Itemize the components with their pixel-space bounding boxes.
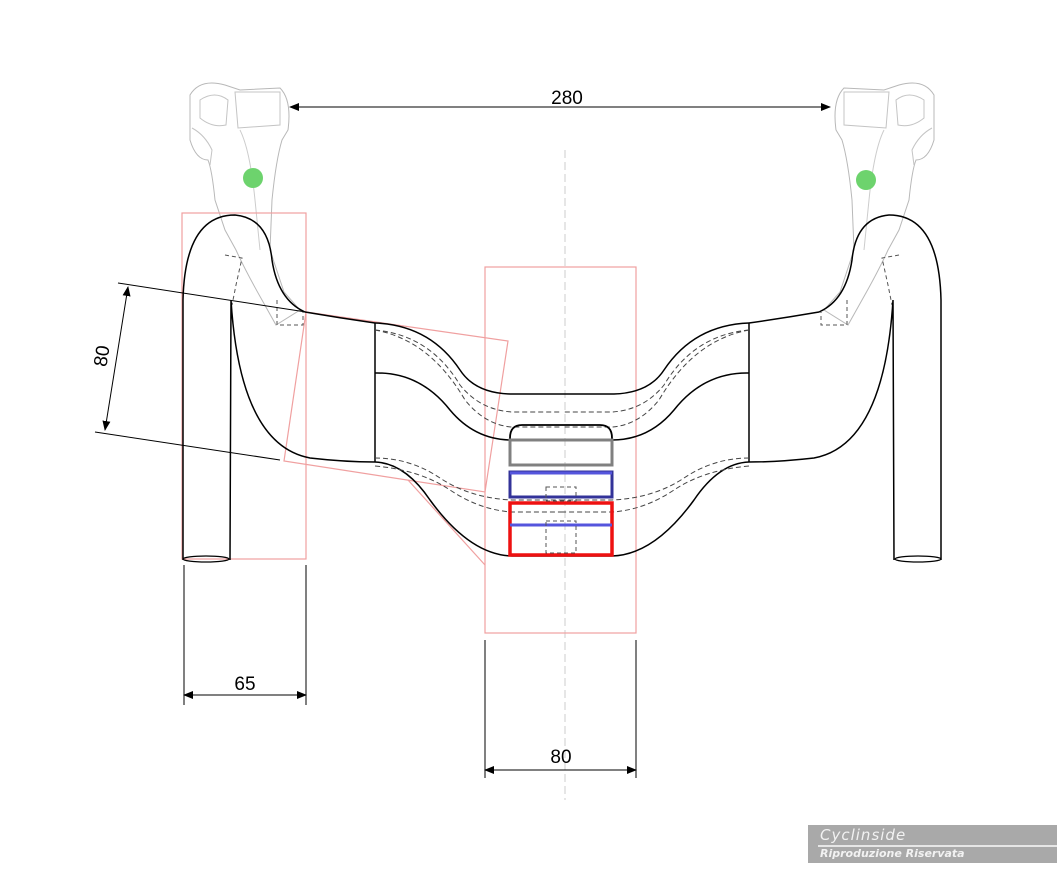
watermark-brand: Cyclinside bbox=[820, 826, 907, 844]
watermark-divider bbox=[818, 845, 1057, 847]
right-brake-hood bbox=[820, 82, 935, 326]
watermark: Cyclinside Riproduzione Riservata bbox=[808, 825, 1057, 863]
dimension-280: 280 bbox=[289, 88, 831, 111]
dimension-label-280: 280 bbox=[551, 88, 583, 109]
left-contact-point bbox=[243, 168, 263, 188]
dimension-80-angled: 80 bbox=[91, 282, 307, 461]
dimension-label-65: 65 bbox=[234, 674, 255, 695]
dimension-65: 65 bbox=[183, 565, 307, 705]
stem-clamps bbox=[508, 424, 614, 557]
dimension-label-80-angled: 80 bbox=[91, 344, 115, 368]
guide-boxes bbox=[181, 212, 637, 634]
dimension-label-80-bottom: 80 bbox=[550, 747, 571, 768]
right-contact-point bbox=[856, 170, 876, 190]
dimension-80-bottom: 80 bbox=[484, 640, 637, 778]
left-brake-hood bbox=[189, 82, 304, 326]
watermark-notice: Riproduzione Riservata bbox=[820, 847, 965, 860]
